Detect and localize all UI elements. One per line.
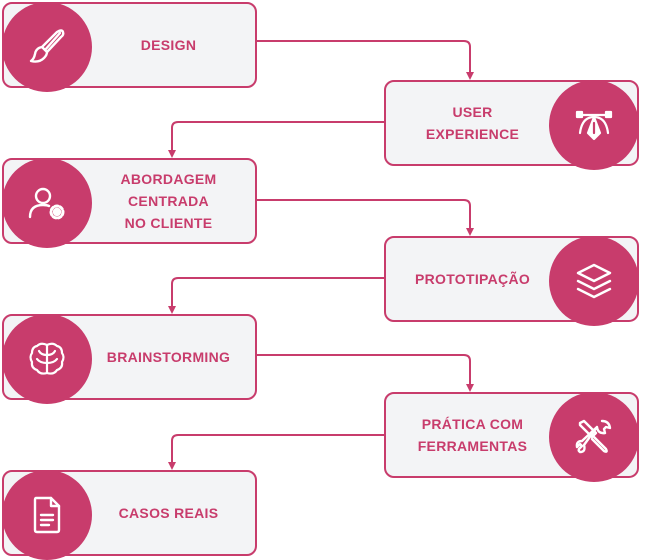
step-badge xyxy=(2,2,92,92)
step-badge xyxy=(2,314,92,404)
step-label: PRÁTICA COM FERRAMENTAS xyxy=(417,416,528,454)
vector-pen-icon xyxy=(575,110,613,141)
tools-icon xyxy=(575,419,612,454)
step-user-experience: USER EXPERIENCE xyxy=(384,80,639,170)
connector-4-5 xyxy=(168,277,384,314)
step-badge xyxy=(549,392,639,482)
step-label: ABORDAGEM CENTRADA NO CLIENTE xyxy=(120,171,217,231)
step-prototyping: PROTOTIPAÇÃO xyxy=(384,236,639,326)
step-label: USER EXPERIENCE xyxy=(425,104,520,142)
document-icon xyxy=(33,496,61,534)
step-badge xyxy=(549,236,639,326)
connector-1-2 xyxy=(255,40,474,80)
brain-icon xyxy=(29,342,65,375)
step-design: DESIGN xyxy=(2,2,257,92)
connector-5-6 xyxy=(255,354,474,392)
step-brainstorming: BRAINSTORMING xyxy=(2,314,257,404)
step-badge xyxy=(549,80,639,170)
step-label: BRAINSTORMING xyxy=(106,349,231,365)
connector-3-4 xyxy=(255,199,474,236)
user-gear-icon xyxy=(28,187,65,220)
layers-icon xyxy=(576,263,612,299)
step-real-cases: CASOS REAIS xyxy=(2,470,257,560)
connector-6-7 xyxy=(168,434,384,470)
step-label: DESIGN xyxy=(140,37,197,53)
step-label: PROTOTIPAÇÃO xyxy=(414,271,531,287)
step-badge xyxy=(2,470,92,560)
paintbrush-icon xyxy=(29,29,65,63)
step-tools-practice: PRÁTICA COM FERRAMENTAS xyxy=(384,392,639,482)
step-badge xyxy=(2,158,92,248)
step-customer-centered: ABORDAGEM CENTRADA NO CLIENTE xyxy=(2,158,257,248)
step-label: CASOS REAIS xyxy=(118,505,219,521)
connector-2-3 xyxy=(168,121,384,158)
